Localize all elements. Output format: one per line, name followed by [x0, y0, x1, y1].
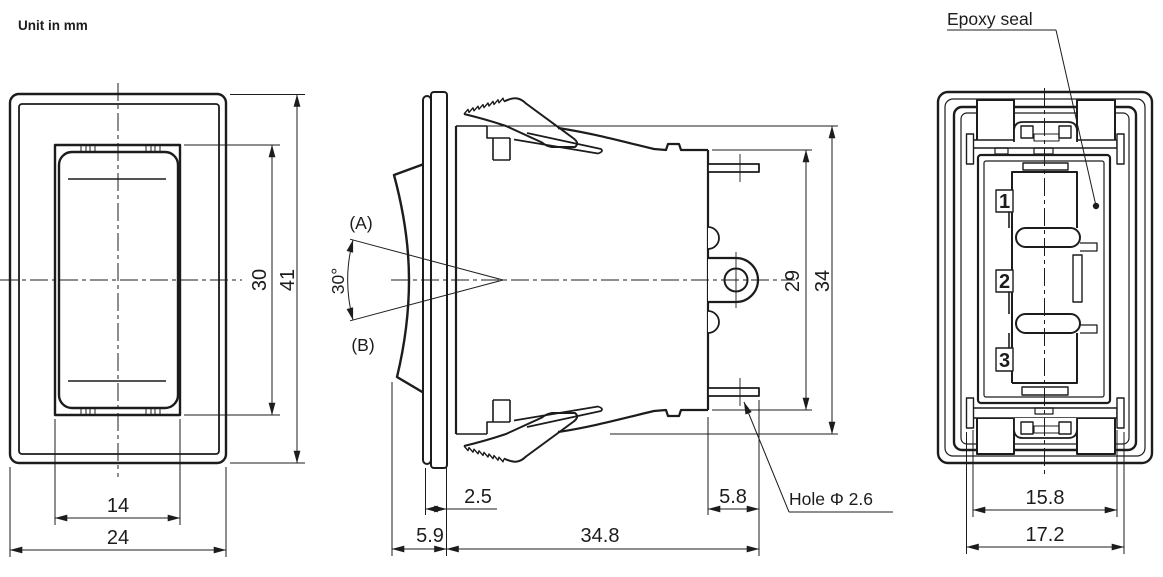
body-bottom-edge [557, 408, 708, 434]
clip-top-left [976, 99, 1015, 142]
back-extension-lines [966, 430, 1125, 554]
dim-front-protrusion: 5.9 [416, 525, 444, 547]
label-epoxy-seal: Epoxy seal [947, 9, 1033, 29]
dim-body-width: 17.2 [1026, 524, 1065, 546]
band-tab-center [1033, 147, 1054, 155]
dim-bezel-width: 24 [107, 527, 129, 549]
unit-note: Unit in mm [18, 18, 88, 33]
label-throw-angle: 30° [328, 268, 348, 294]
top-clip-serration [463, 97, 505, 115]
top-latch-window-right [1058, 125, 1072, 139]
bottom-terminal-pin [707, 387, 760, 397]
epoxy-leader-dot [1092, 202, 1100, 210]
side-tab-bottom-left [965, 397, 975, 429]
side-dimension-lines [391, 125, 893, 553]
terminal-2-number: 2 [999, 271, 1010, 293]
clip-bottom-left [976, 417, 1015, 455]
bottom-latch-notches [80, 407, 161, 415]
back-view: 1 2 3 Epoxy seal 15.8 17.2 [936, 9, 1154, 554]
back-dimension-lines [966, 506, 1125, 551]
top-latch-notches [80, 145, 161, 153]
top-latch-notch [1033, 133, 1060, 142]
top-step-block [456, 125, 511, 161]
rocker-profile [392, 162, 425, 395]
dim-terminal-length: 5.8 [719, 486, 747, 508]
bottom-clip-arm [513, 405, 603, 428]
band-tab-left [994, 147, 1009, 155]
bottom-latch-hat [1013, 418, 1078, 439]
side-tab-top-right [1116, 133, 1125, 165]
top-terminal-pin [707, 163, 760, 173]
center-slot [1072, 254, 1083, 303]
dim-overall-height: 34 [812, 270, 834, 292]
label-position-a: (A) [349, 213, 372, 233]
top-seal-slot [1022, 162, 1069, 171]
dim-panel-thickness: 2.5 [464, 486, 492, 508]
rear-bump-upper [707, 226, 720, 250]
body-top-edge [557, 126, 708, 152]
dim-opening-width: 14 [107, 495, 129, 517]
top-latch-window-left [1020, 125, 1034, 139]
label-hole-diameter: Hole Φ 2.6 [789, 489, 873, 509]
terminal-3-number: 3 [999, 350, 1010, 372]
dim-shoulder-height: 29 [782, 270, 804, 292]
top-latch-hat [1013, 121, 1078, 142]
side-tab-bottom-right [1116, 397, 1125, 429]
side-view: (A) (B) 30° 29 34 2.5 [328, 91, 893, 556]
front-view: 30 41 14 24 [0, 83, 305, 557]
rear-bump-lower [707, 310, 720, 334]
terminal-2-box [995, 269, 1014, 293]
slot-steps [1080, 242, 1098, 334]
bottom-latch-notch [1033, 425, 1060, 434]
dim-terminal-span: 15.8 [1026, 487, 1065, 509]
label-position-b: (B) [351, 335, 374, 355]
front-extension-lines [9, 94, 305, 557]
bottom-clip-serration [463, 445, 505, 463]
side-extension-lines [391, 125, 838, 556]
bezel-inner-line [18, 103, 220, 455]
clip-top-right [1076, 99, 1116, 142]
epoxy-leader-line [1055, 29, 1097, 207]
terminal-3-box [995, 347, 1014, 372]
terminal-slot-lower [1015, 313, 1081, 334]
bottom-step-block [456, 399, 511, 435]
dim-opening-height: 30 [249, 269, 271, 291]
terminal-1-number: 1 [999, 191, 1010, 213]
terminal-1-box [995, 189, 1014, 213]
angle-leg-b [349, 279, 504, 322]
terminal-slot-upper [1015, 227, 1081, 248]
dim-body-depth: 34.8 [581, 525, 620, 547]
side-tab-top-left [965, 133, 975, 165]
bottom-latch-window-left [1020, 421, 1034, 435]
angle-leg-a [349, 238, 504, 281]
front-dimension-lines [9, 94, 301, 554]
dim-bezel-height: 41 [277, 269, 299, 291]
top-clip-arm [513, 132, 603, 155]
angle-arc [346, 239, 354, 321]
clip-bottom-right [1076, 417, 1116, 455]
